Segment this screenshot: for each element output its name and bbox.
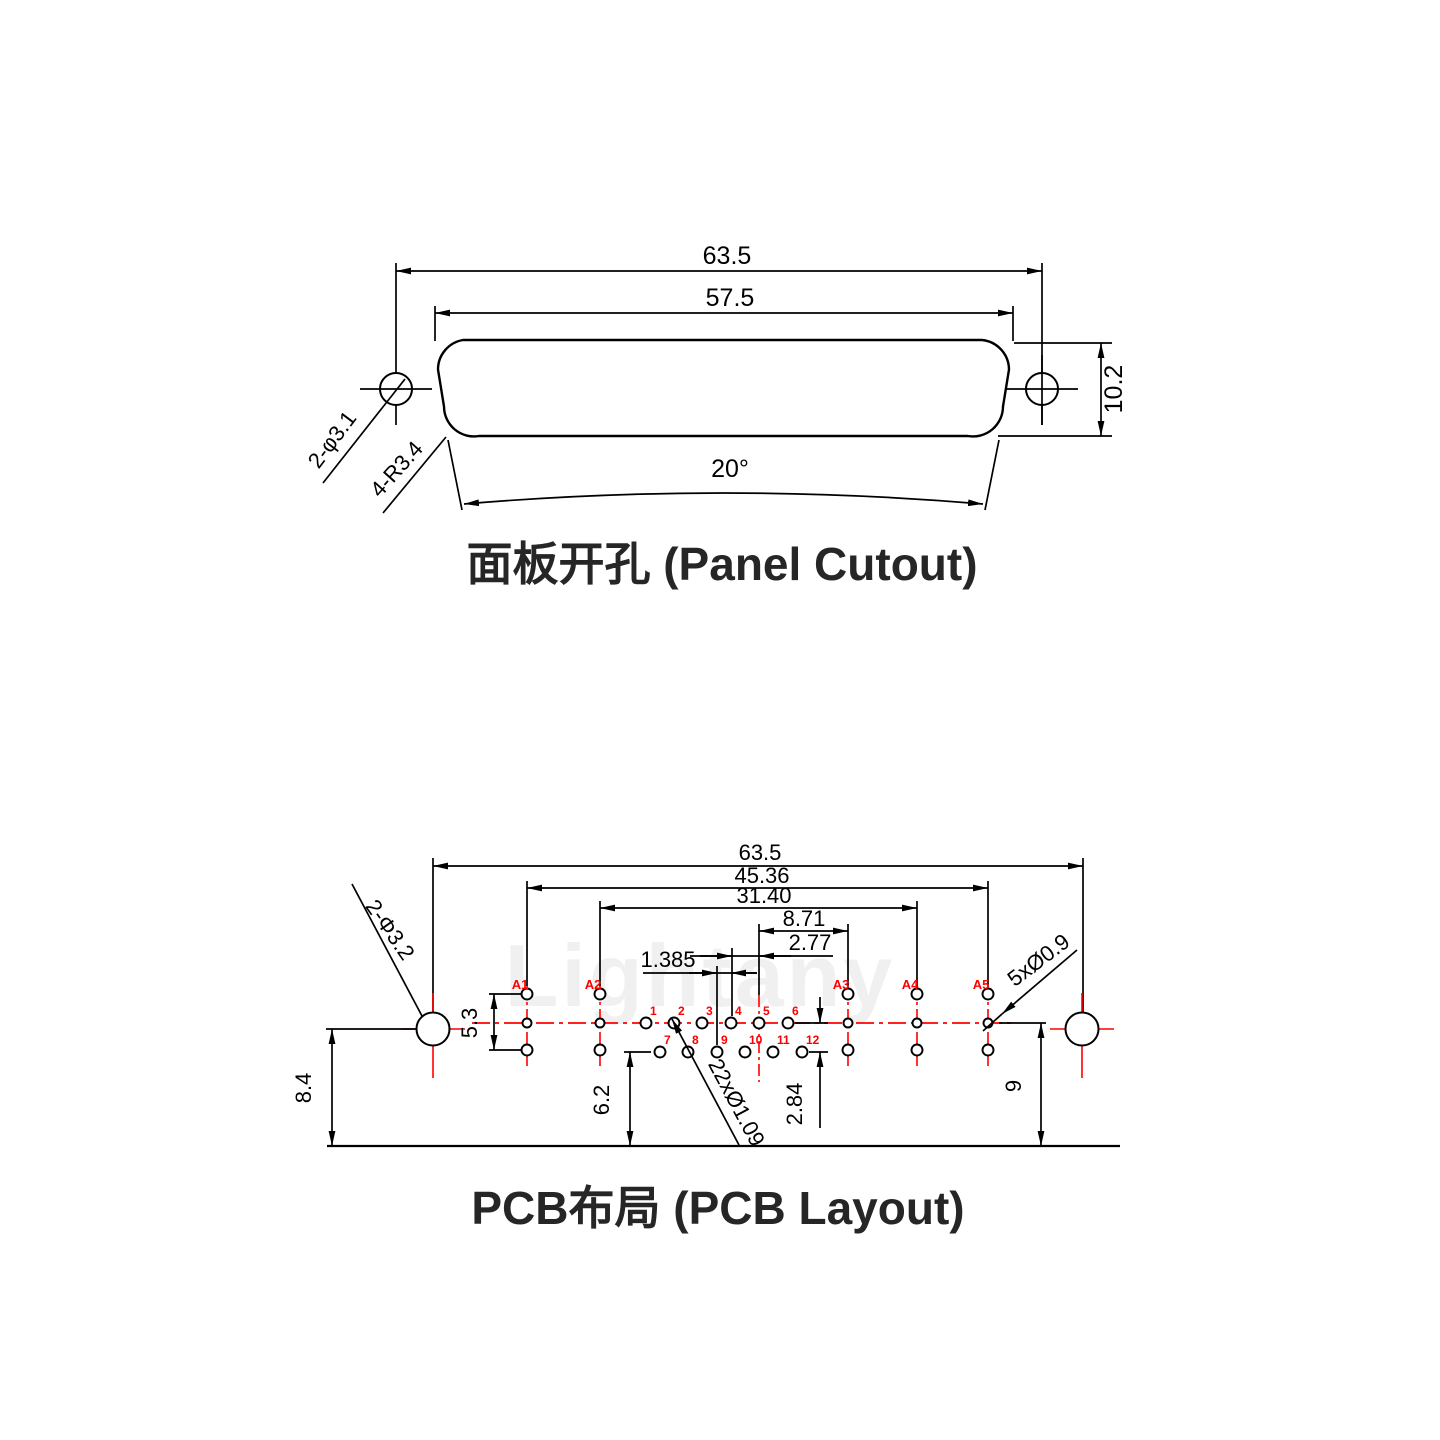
pcb-layout-title: PCB布局 (PCB Layout) <box>471 1182 964 1234</box>
dim-text-height: 10.2 <box>1100 365 1128 414</box>
dim-text-row-offset: 1.385 <box>640 947 695 972</box>
coax-label: A5 <box>973 977 990 992</box>
leader-line <box>1001 949 1078 1015</box>
pin-number: 8 <box>692 1033 699 1047</box>
angle-arc <box>463 492 984 507</box>
pin-number: 12 <box>806 1033 820 1047</box>
pin-number: 9 <box>721 1033 728 1047</box>
cutout-body-outline <box>436 338 1011 438</box>
coax-label: A2 <box>585 977 602 992</box>
pcb-layout-view: Lightany 63.5 45.36 31.40 8.71 2.77 1.38… <box>291 840 1120 1234</box>
dim-text-body-width: 57.5 <box>706 284 755 312</box>
dim-text-a2-a4: 31.40 <box>736 883 791 908</box>
label-mount-holes: 2-φ3.1 <box>303 406 362 472</box>
pin-number: 11 <box>777 1033 790 1047</box>
pin-number: 4 <box>735 1004 742 1018</box>
leader-line <box>382 436 447 514</box>
coax-column-a2 <box>593 986 607 1066</box>
dim-text-outer-width: 63.5 <box>703 242 752 270</box>
coax-label: A4 <box>902 977 919 992</box>
dim-text-coax-height: 5.3 <box>457 1008 482 1039</box>
dim-text-pin-pitch: 2.77 <box>789 930 832 955</box>
coax-label: A3 <box>833 977 850 992</box>
pin-number: 2 <box>678 1004 685 1018</box>
mount-hole-right <box>1064 1011 1100 1047</box>
panel-cutout-title: 面板开孔 (Panel Cutout) <box>466 538 977 590</box>
watermark-text: Lightany <box>505 926 896 1025</box>
pin-number: 6 <box>792 1004 799 1018</box>
dim-text-outer-width: 63.5 <box>739 840 782 865</box>
dim-text-a1-a5: 45.36 <box>734 863 789 888</box>
dim-text-angle: 20° <box>711 455 749 483</box>
pin-number: 5 <box>763 1004 770 1018</box>
dim-text-row2-edge: 6.2 <box>589 1085 614 1116</box>
label-signal-holes: 22xØ1.09 <box>703 1054 770 1150</box>
ext-line <box>984 439 1000 511</box>
leader-line <box>982 1013 1003 1032</box>
coax-column-a1 <box>520 986 534 1066</box>
dim-text-row-gap: 2.84 <box>782 1083 807 1126</box>
leader-line <box>322 378 406 484</box>
coax-label: A1 <box>512 977 529 992</box>
dim-text-a5-edge: 9 <box>1001 1080 1026 1092</box>
leader-line <box>671 1018 740 1146</box>
dim-text-hole-edge: 8.4 <box>291 1073 316 1104</box>
pin-number: 10 <box>749 1033 763 1047</box>
dim-text-center-a3: 8.71 <box>783 906 826 931</box>
signal-pin-row-2 <box>653 1045 809 1059</box>
coax-column-a4 <box>910 986 924 1066</box>
panel-cutout-view: 63.5 57.5 10.2 20° 2-φ3.1 4-R3.4 <box>303 242 1128 590</box>
mount-hole-left <box>415 1011 451 1047</box>
ext-line <box>447 439 463 511</box>
pin-number: 7 <box>664 1033 671 1047</box>
pin-number: 3 <box>706 1004 713 1018</box>
pin-number: 1 <box>650 1004 657 1018</box>
leader-line <box>351 883 423 1017</box>
coax-column-a3 <box>841 986 855 1066</box>
